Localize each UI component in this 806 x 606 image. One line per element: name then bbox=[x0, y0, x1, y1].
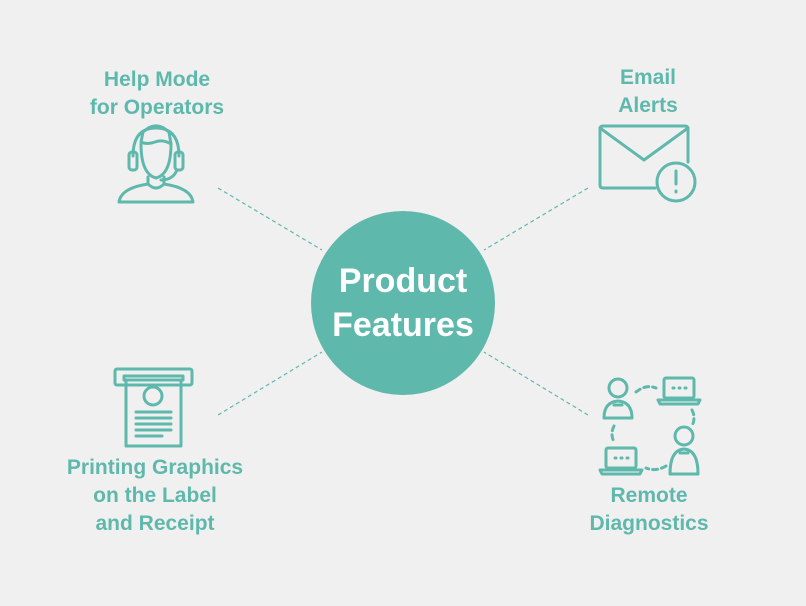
email-alerts-label: Email Alerts bbox=[548, 64, 748, 120]
connector-printing-graphics bbox=[217, 351, 323, 416]
remote-diagnostics-label: Remote Diagnostics bbox=[549, 482, 749, 538]
remote-network-icon bbox=[598, 376, 702, 476]
hub-title-line-2: Features bbox=[332, 306, 474, 344]
printing-graphics-label-line-2: on the Label bbox=[93, 484, 217, 507]
printing-graphics-label-line-3: and Receipt bbox=[95, 512, 215, 535]
envelope-alert-icon bbox=[598, 124, 697, 203]
printing-graphics-label-line-1: Printing Graphics bbox=[66, 456, 244, 479]
printing-graphics-label: Printing Graphics on the Label and Recei… bbox=[40, 454, 270, 538]
remote-diagnostics-label-line-1: Remote bbox=[610, 484, 688, 507]
help-mode-label: Help Mode for Operators bbox=[57, 66, 257, 122]
help-mode-label-line-2: for Operators bbox=[89, 96, 225, 119]
hub-title-line-1: Product bbox=[338, 262, 468, 300]
help-mode-label-line-1: Help Mode bbox=[103, 68, 211, 91]
email-alerts-label-line-2: Alerts bbox=[618, 94, 678, 117]
email-alerts-label-line-1: Email bbox=[619, 66, 677, 89]
connector-remote-diagnostics bbox=[483, 351, 589, 416]
connector-email-alerts bbox=[483, 187, 589, 251]
connector-help-mode bbox=[217, 187, 323, 251]
product-features-hub: Product Features bbox=[311, 211, 495, 395]
operator-headset-icon bbox=[117, 124, 195, 204]
printer-receipt-icon bbox=[113, 367, 194, 448]
remote-diagnostics-label-line-2: Diagnostics bbox=[589, 512, 709, 535]
